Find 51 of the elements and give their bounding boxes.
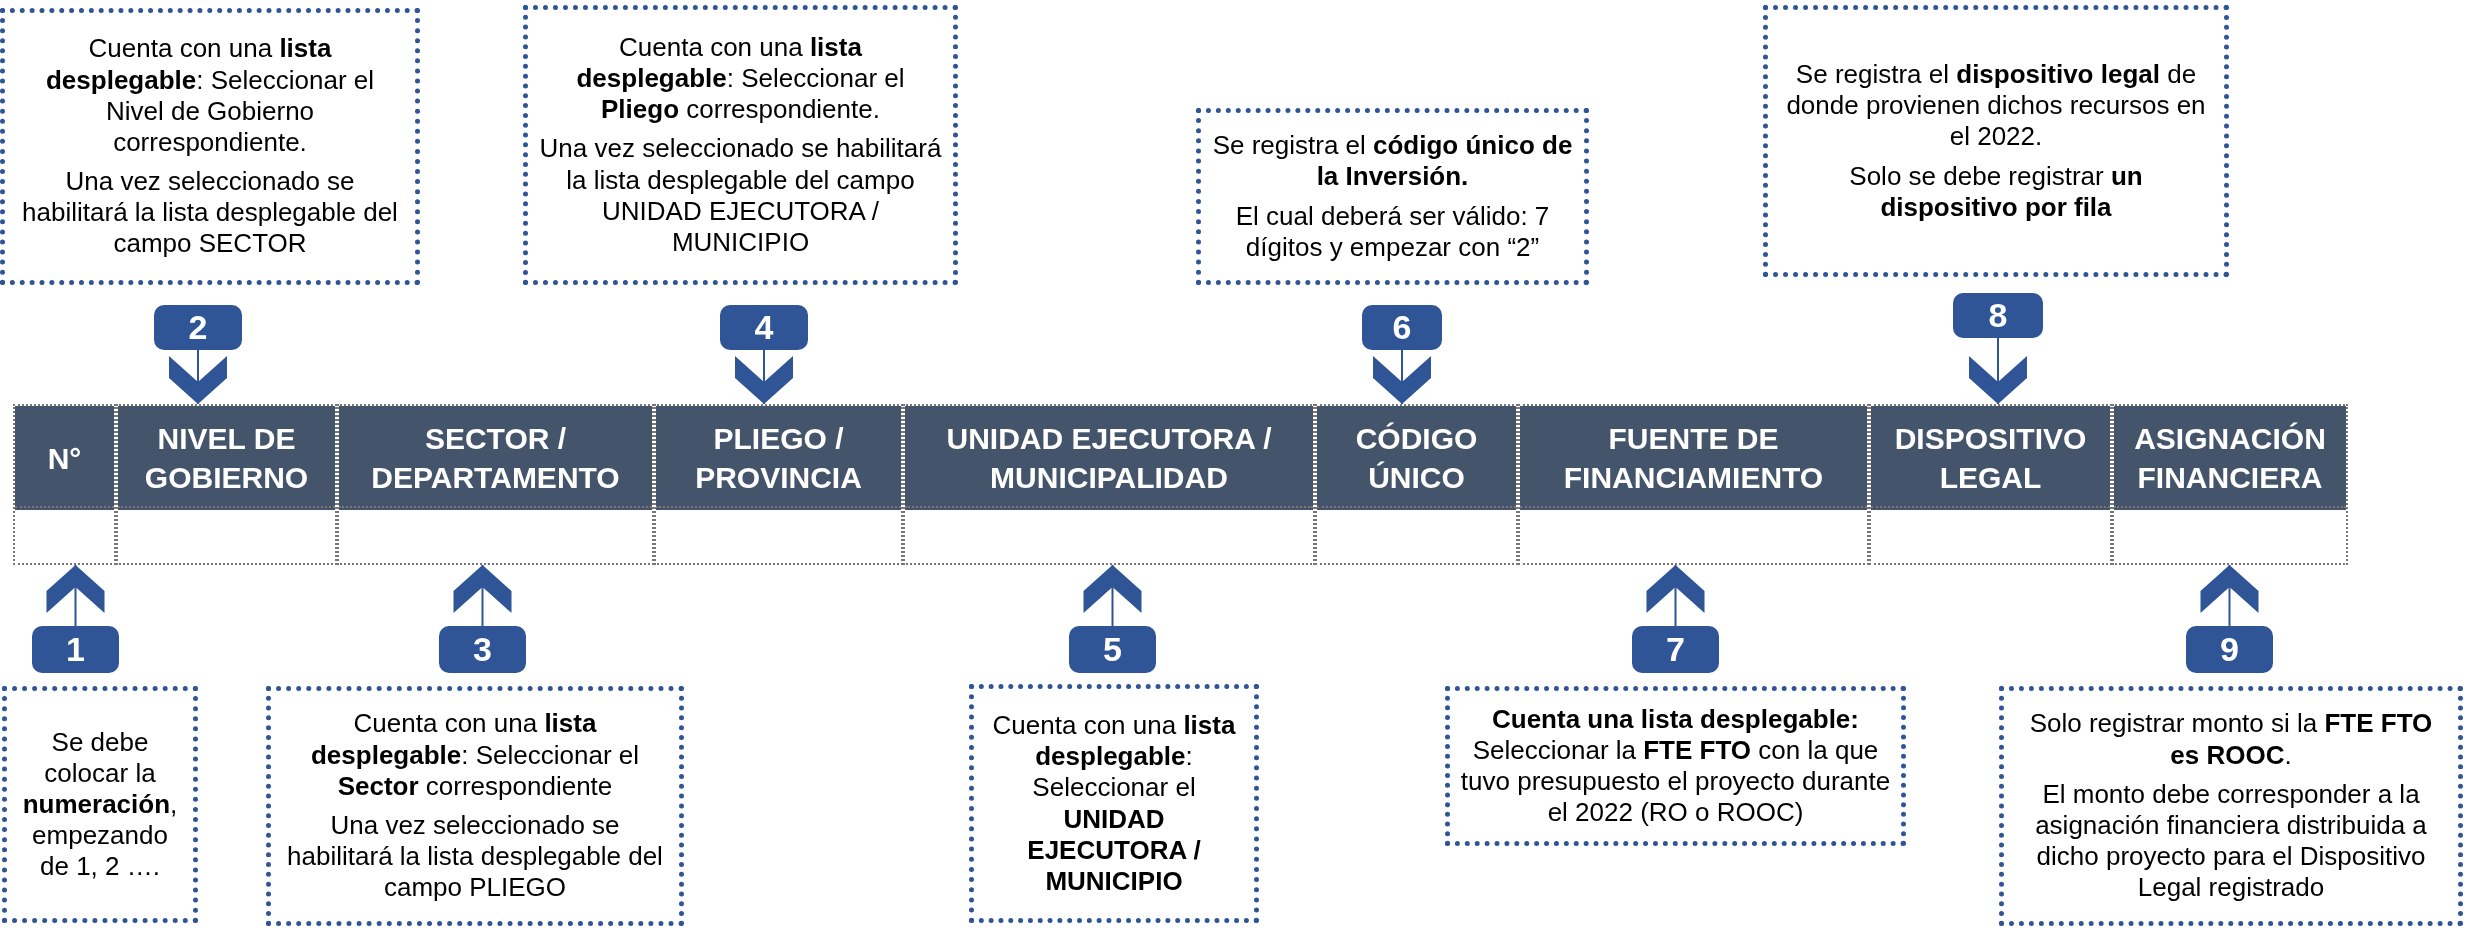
callout-box: [266, 686, 684, 926]
callout-box: [1999, 686, 2463, 926]
table-column: [116, 404, 337, 565]
step-number-badge: 4: [720, 305, 808, 350]
callout-box: [1763, 5, 2229, 277]
instruction-text: Cuenta con una lista desplegable: Seleccionar el UNIDAD EJECUTORA / MUNICIPIO: [991, 709, 1237, 898]
instruction-text: Cuenta con una lista desplegable: Seleccionar el Nivel de Gobierno correspondiente.: [44, 33, 375, 159]
column-header: DISPOSITIVO LEGAL: [1871, 406, 2110, 510]
instruction-text: El monto debe corresponder a la asignación financiera distribuida a dicho proyecto para el Dispositivo Legal registrado: [2034, 778, 2428, 904]
table-column: [903, 404, 1315, 565]
step-number-badge: 8: [1953, 293, 2043, 338]
step-number-badge: 7: [1632, 626, 1719, 673]
callout-box: [2, 686, 198, 923]
table-column: [654, 404, 903, 565]
instruction-text: Se registra el código único de la Inversión.: [1211, 130, 1574, 193]
column-header: FUENTE DE FINANCIAMIENTO: [1520, 406, 1867, 510]
instruction-text: Cuenta con una lista desplegable: Seleccionar el Sector correspondiente: [309, 708, 640, 802]
step-number-badge: 5: [1069, 626, 1156, 673]
instruction-text: Cuenta con una lista desplegable: Seleccionar el Pliego correspondiente.: [575, 31, 906, 126]
step-number-badge: 3: [439, 626, 526, 673]
step-number-badge: 9: [2186, 626, 2273, 673]
column-header: ASIGNACIÓN FINANCIERA: [2114, 406, 2346, 510]
instruction-text: Solo se debe registrar un dispositivo por fila: [1848, 160, 2144, 223]
table-column: [2112, 404, 2348, 565]
callout-box: [523, 5, 958, 285]
instruction-text: Cuenta una lista desplegable: Seleccionar la FTE FTO con la que tuvo presupuesto el proyecto durante el 2022 (RO o ROOC): [1460, 703, 1891, 829]
column-header: PLIEGO / PROVINCIA: [656, 406, 901, 510]
table-column: [1518, 404, 1869, 565]
callout-box: [1445, 686, 1906, 846]
instruction-text: Se debe colocar la numeración, empezando de 1, 2 ….: [21, 726, 179, 883]
column-header: CÓDIGO ÚNICO: [1317, 406, 1516, 510]
column-header: N°: [15, 406, 114, 510]
callout-box: [969, 684, 1259, 923]
callout-box: [0, 8, 420, 285]
table-column: [13, 404, 116, 565]
step-number-badge: 6: [1362, 305, 1442, 350]
instruction-text: Una vez seleccionado se habilitará la lista desplegable del campo SECTOR: [21, 166, 399, 260]
column-header: NIVEL DE GOBIERNO: [118, 406, 335, 510]
column-header: SECTOR / DEPARTAMENTO: [339, 406, 652, 510]
table-column: [337, 404, 654, 565]
instruction-text: El cual deberá ser válido: 7 dígitos y empezar con “2”: [1234, 200, 1551, 263]
instruction-text: Una vez seleccionado se habilitará la lista desplegable del campo PLIEGO: [286, 810, 664, 904]
step-number-badge: 1: [32, 626, 119, 673]
column-header: UNIDAD EJECUTORA / MUNICIPALIDAD: [905, 406, 1313, 510]
instruction-text: Una vez seleccionado se habilitará la lista desplegable del campo UNIDAD EJECUTORA / MUNICIPIO: [538, 133, 943, 259]
step-number-badge: 2: [154, 305, 242, 350]
table-column: [1869, 404, 2112, 565]
table-column: [1315, 404, 1518, 565]
instruction-text: Se registra el dispositivo legal de donde provienen dichos recursos en el 2022.: [1785, 59, 2207, 153]
callout-box: [1196, 108, 1589, 285]
instruction-text: Solo registrar monto si la FTE FTO es ROOC.: [2028, 708, 2434, 771]
